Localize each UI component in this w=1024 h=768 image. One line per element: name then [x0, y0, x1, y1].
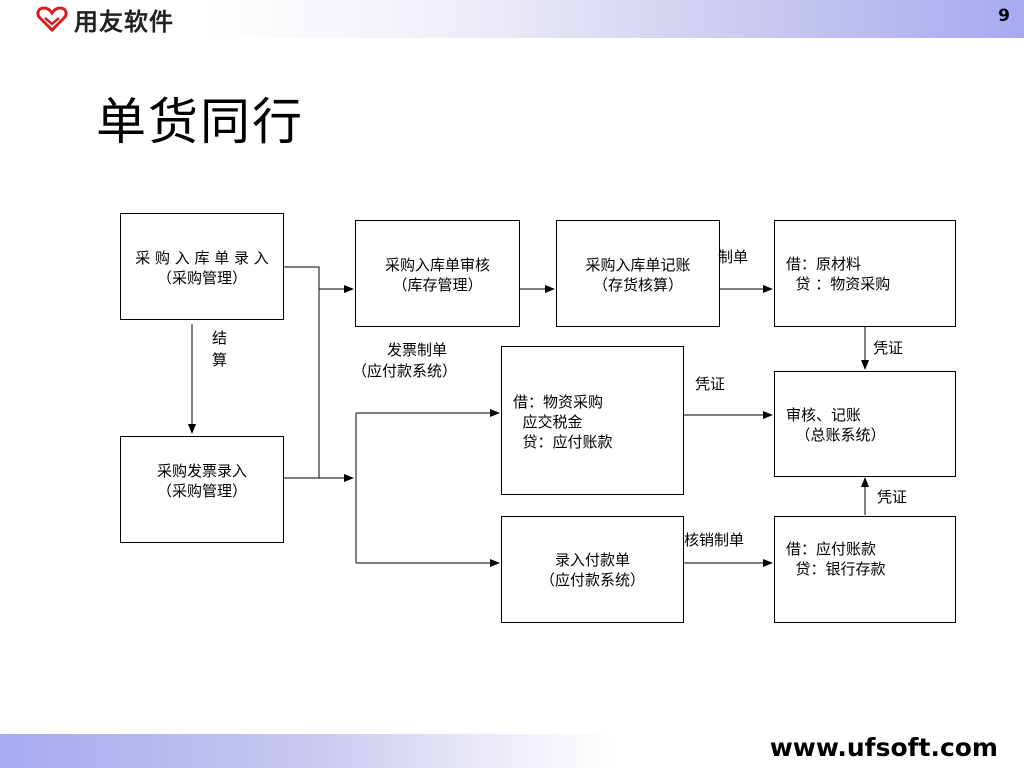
edge-label-voucher-3: 凭证	[877, 488, 908, 506]
node-voucher-invoice: 借：物资采购 应交税金 贷：应付账款	[501, 346, 684, 495]
node-label: 借：原材料	[786, 255, 862, 273]
brand-name: 用友软件	[74, 7, 174, 36]
node-label: 录入付款单	[554, 551, 630, 569]
edge-label-invoice-system: （应付款系统）	[352, 362, 458, 380]
node-sublabel: 贷：银行存款	[786, 560, 886, 578]
node-sublabel: （采购管理）	[156, 269, 247, 287]
node-label: 借：物资采购	[513, 393, 604, 411]
footer-bar	[0, 734, 1024, 768]
edge-label-writeoff: 核销制单	[684, 531, 745, 549]
page-title: 单货同行	[96, 93, 304, 151]
node-sublabel: （应付款系统）	[539, 571, 645, 589]
node-voucher-payment: 借：应付账款 贷：银行存款	[774, 516, 956, 623]
node-purchase-post: 采购入库单记账 （存货核算）	[556, 220, 720, 327]
node-label: 采 购 入 库 单 录 入	[135, 249, 269, 267]
node-sublabel: （总账系统）	[786, 426, 886, 444]
node-sublabel: 贷：应付账款	[513, 433, 613, 451]
node-voucher-material: 借：原材料 贷 ：物资采购	[774, 220, 956, 327]
node-label: 采购发票录入	[156, 462, 247, 480]
node-sublabel: 应交税金	[513, 413, 583, 431]
edge-label-settle-1: 结	[212, 329, 228, 347]
edge-label-voucher-1: 凭证	[873, 339, 904, 357]
brand-logo: 用友软件	[36, 6, 174, 36]
node-sublabel: （库存管理）	[392, 276, 483, 294]
node-label: 采购入库单记账	[585, 256, 691, 274]
header-bar	[0, 0, 1024, 38]
node-invoice-entry: 采购发票录入 （采购管理）	[120, 436, 284, 543]
heart-logo-icon	[36, 6, 68, 32]
node-audit-post: 审核、记账 （总账系统）	[774, 371, 956, 477]
node-sublabel: （存货核算）	[592, 276, 683, 294]
edge-label-settle-2: 算	[212, 351, 228, 369]
node-sublabel: （采购管理）	[156, 482, 247, 500]
node-sublabel: 贷 ：物资采购	[786, 275, 891, 293]
node-label: 审核、记账	[786, 406, 862, 424]
edge-label-make-voucher: 制单	[718, 248, 749, 266]
page-number: 9	[998, 6, 1010, 26]
node-purchase-audit: 采购入库单审核 （库存管理）	[355, 220, 520, 327]
node-payment-entry: 录入付款单 （应付款系统）	[501, 516, 684, 623]
node-label: 采购入库单审核	[384, 256, 490, 274]
edge-label-voucher-2: 凭证	[695, 375, 726, 393]
edge-label-invoice-voucher: 发票制单	[387, 341, 448, 359]
footer-url: www.ufsoft.com	[769, 733, 998, 762]
node-label: 借：应付账款	[786, 540, 877, 558]
connector-entry-bracket	[284, 266, 320, 478]
node-purchase-entry: 采 购 入 库 单 录 入 （采购管理）	[120, 213, 284, 320]
